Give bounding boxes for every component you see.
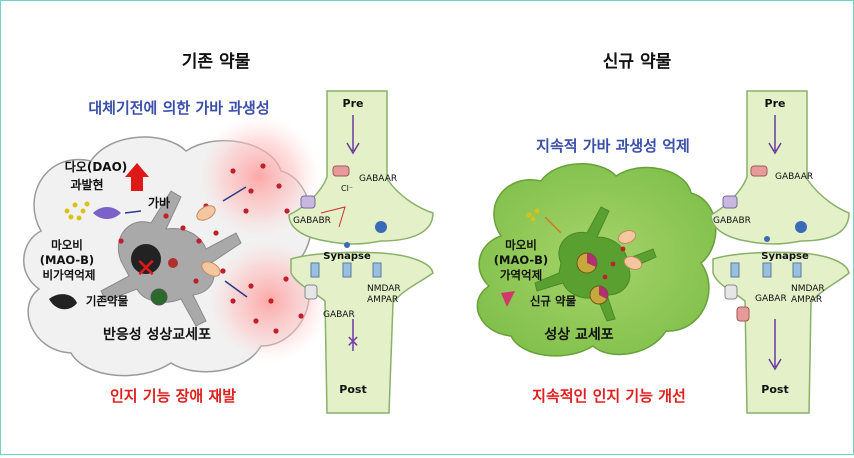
receptor-channel-left-1 xyxy=(311,263,319,277)
gabaa-label-right: GABAAR xyxy=(775,172,813,182)
left-outcome: 인지 기능 장애 재발 xyxy=(110,387,236,405)
post-label-right: Post xyxy=(761,383,788,396)
vesicle-left xyxy=(375,221,387,233)
gabar-receptor-left xyxy=(305,285,317,299)
synapse-label-left: Synapse xyxy=(323,251,371,262)
receptor-channel-right-2 xyxy=(763,263,771,277)
nmdar-label-left: NMDAR xyxy=(367,284,401,294)
dao-line2: 과발현 xyxy=(70,177,103,192)
pre-label-left: Pre xyxy=(343,97,364,110)
cl-label: Cl⁻ xyxy=(341,184,353,193)
pre-label-right: Pre xyxy=(765,97,786,110)
gabar-label-right: GABAR xyxy=(755,294,787,304)
gabaa-receptor-left xyxy=(333,166,349,176)
legend-old-drug: 기존약물 xyxy=(86,294,129,308)
vesicle-release-left xyxy=(344,242,350,248)
maob-line2-right: (MAO-B) xyxy=(494,253,548,267)
right-mechanism: 지속적 가바 과생성 억제 xyxy=(536,137,690,155)
receptor-channel-right-1 xyxy=(731,263,739,277)
gabar-receptor-right xyxy=(725,285,737,299)
left-title: 기존 약물 xyxy=(182,51,251,72)
receptor-channel-left-2 xyxy=(343,263,351,277)
right-outcome: 지속적인 인지 기능 개선 xyxy=(532,387,686,405)
maob-line1-right: 마오비 xyxy=(505,238,537,252)
gaba-label: 가바 xyxy=(148,195,170,210)
gabab-label-left: GABABR xyxy=(293,216,331,226)
nmdar-label-right: NMDAR xyxy=(791,284,825,294)
maob-line1-left: 마오비 xyxy=(51,238,83,252)
gabaa-label-left: GABAAR xyxy=(359,174,397,184)
reactive-astrocyte-label: 반응성 성상교세포 xyxy=(103,326,211,343)
maob-line2-left: (MAO-B) xyxy=(40,253,94,267)
gabab-label-right: GABABR xyxy=(713,216,751,226)
ampar-label-right: AMPAR xyxy=(791,295,822,305)
receptor-channel-right-3 xyxy=(793,263,801,277)
right-title: 신규 약물 xyxy=(603,51,672,72)
gabar-label-left: GABAR xyxy=(323,310,355,320)
astrocyte-label-right: 성상 교세포 xyxy=(544,327,613,343)
receptor-right-pink xyxy=(737,307,749,321)
maob-line3-left: 비가역억제 xyxy=(43,268,96,282)
blocked-cross-icon: ✕ xyxy=(346,332,359,351)
maob-line3-right: 가역억제 xyxy=(500,268,542,282)
vesicle-right xyxy=(795,221,807,233)
post-label-left: Post xyxy=(339,383,366,396)
vesicle-release-right xyxy=(764,236,770,242)
left-synapse: Pre GABAAR Cl⁻ GABABR Synapse NMDAR AMPA… xyxy=(289,91,433,413)
left-mechanism: 대체기전에 의한 가바 과생성 xyxy=(88,99,269,117)
ampar-label-left: AMPAR xyxy=(367,295,398,305)
dao-line1: 다오(DAO) xyxy=(65,159,128,174)
synapse-label-right: Synapse xyxy=(761,251,809,262)
drug-complex xyxy=(151,289,167,305)
right-synapse: Pre GABAAR GABABR Synapse NMDAR AMPAR GA… xyxy=(711,91,849,413)
receptor-channel-left-3 xyxy=(373,263,381,277)
gabab-receptor-left xyxy=(301,196,315,208)
gabaa-receptor-right xyxy=(751,166,767,176)
inhibit-cross-icon: ✕ xyxy=(135,254,157,284)
drug-particle xyxy=(168,258,178,268)
legend-new-drug: 신규 약물 xyxy=(530,294,577,308)
gabab-receptor-right xyxy=(723,196,737,208)
